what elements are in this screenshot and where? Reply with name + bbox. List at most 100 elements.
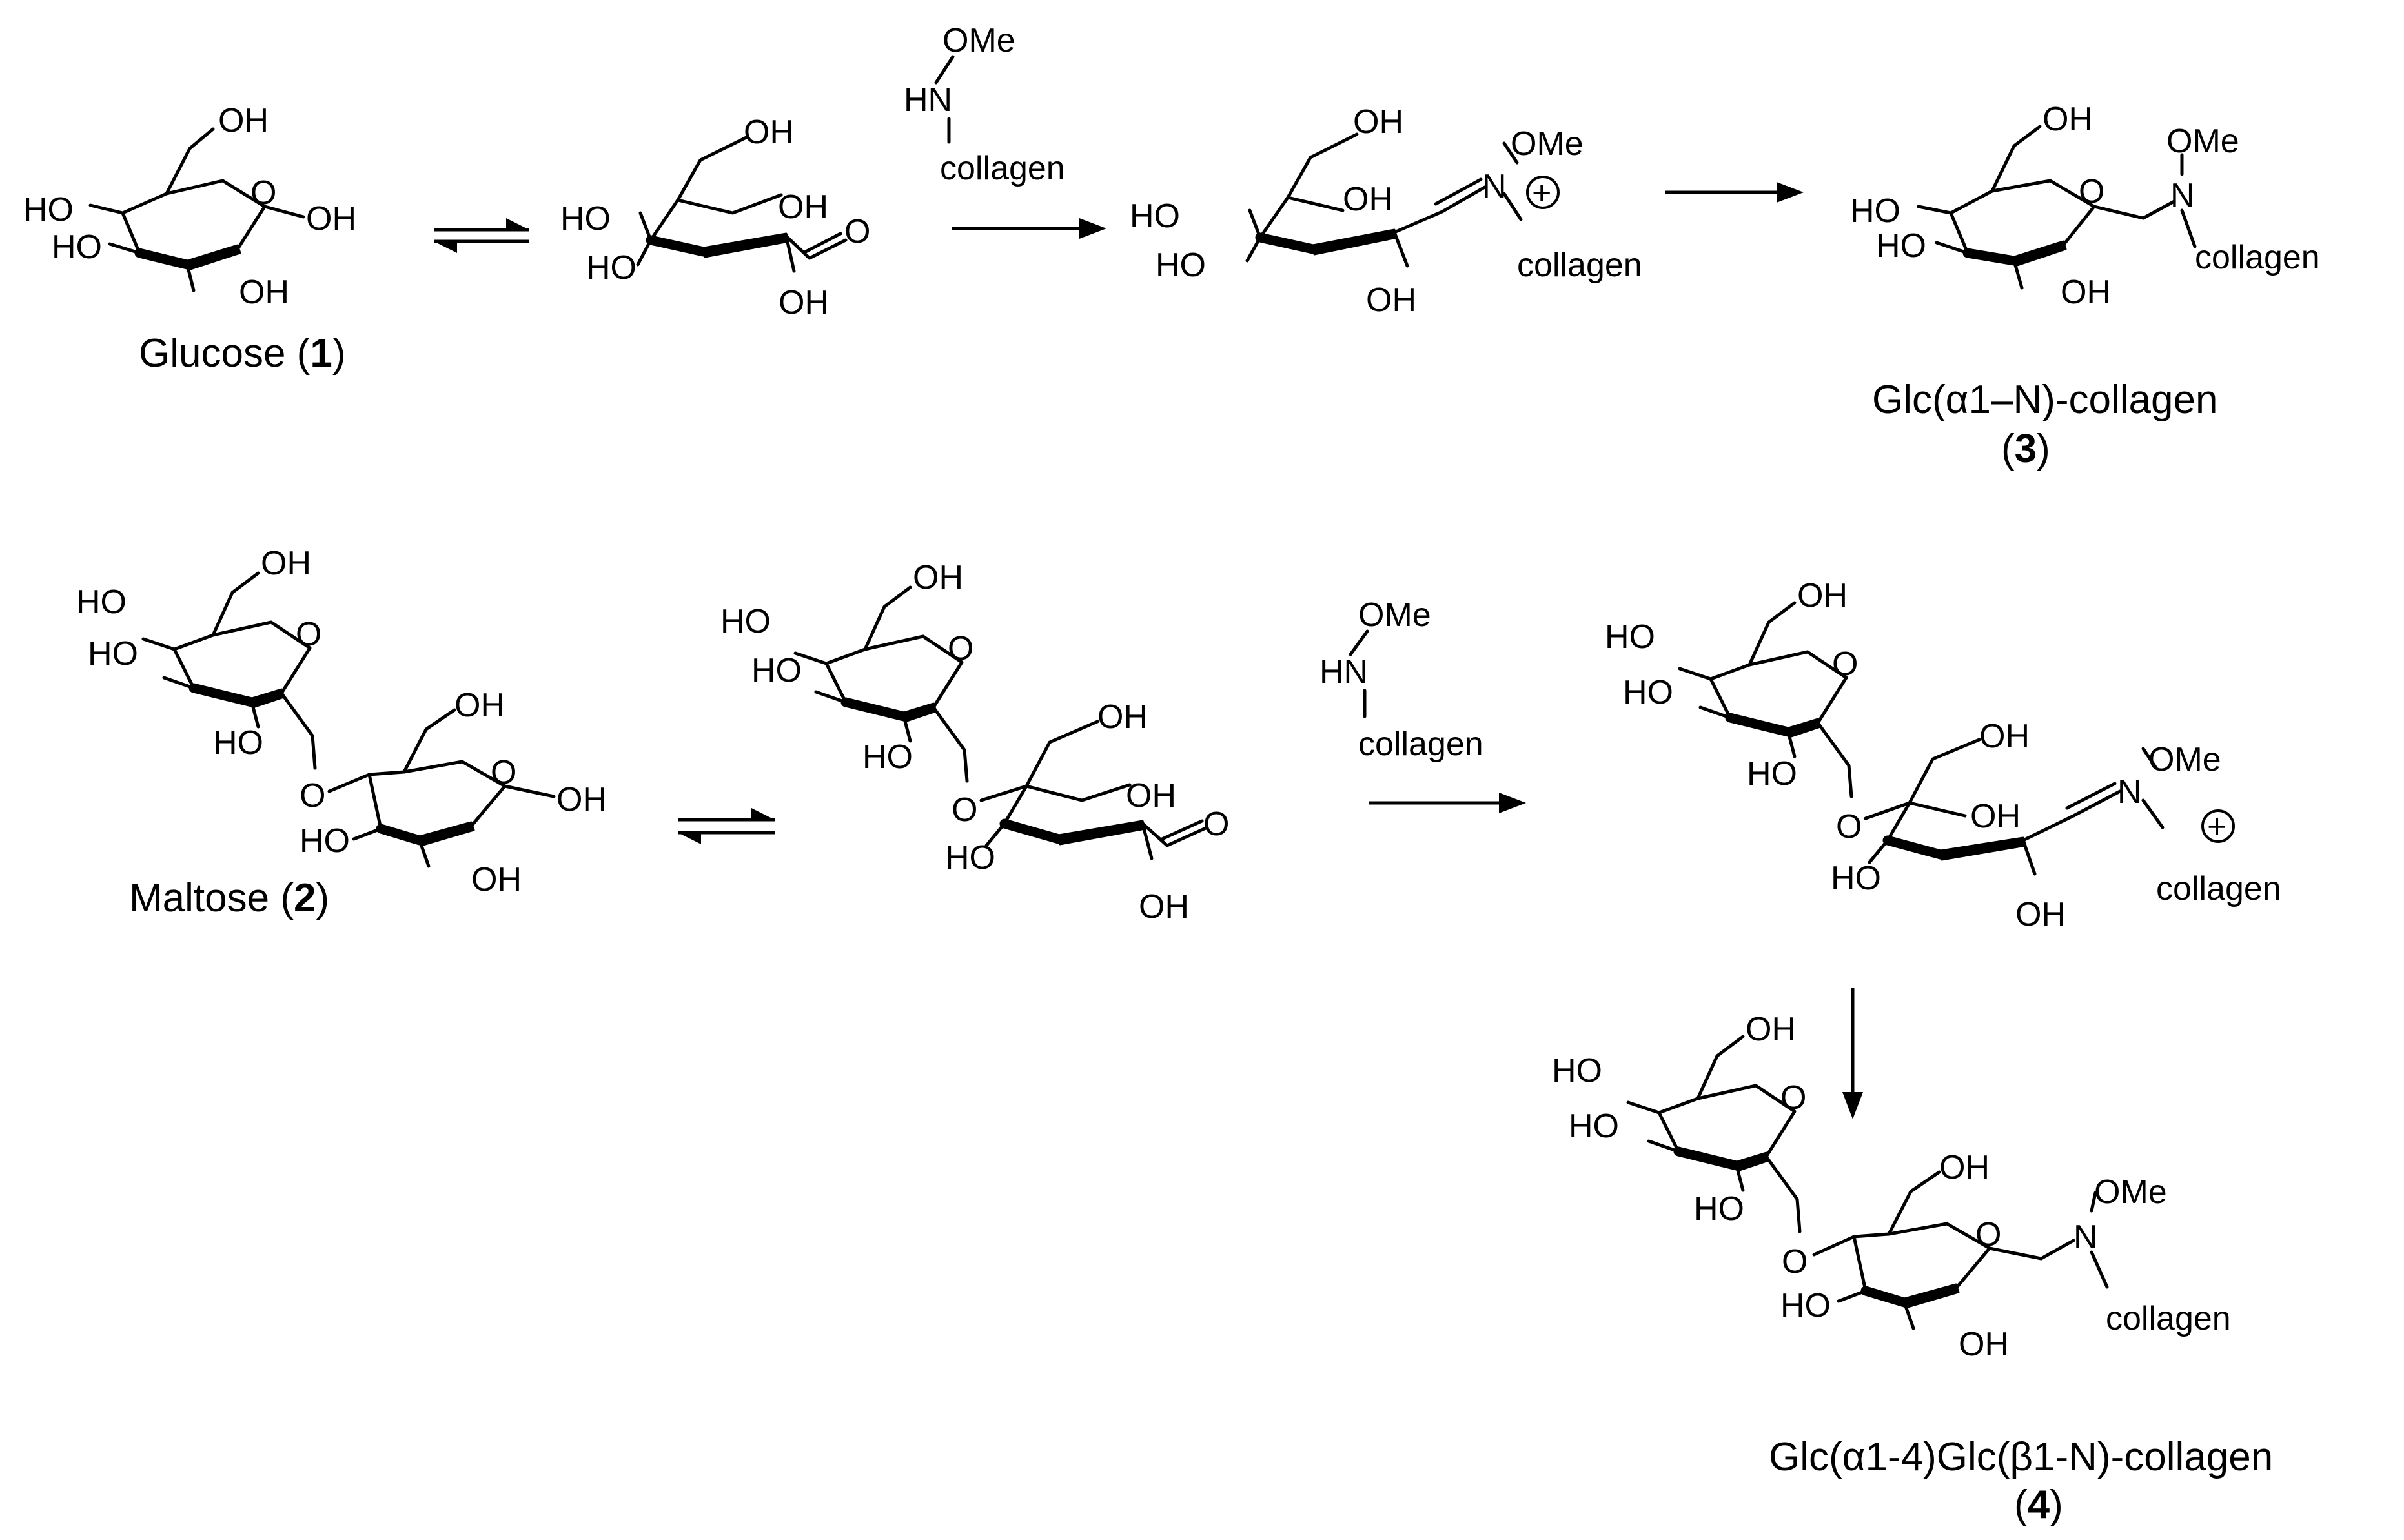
ho-label: HO <box>213 724 263 762</box>
glycosidic-oxygen-label: O <box>300 777 325 815</box>
ho-label: HO <box>1156 247 1206 284</box>
oh-label: OH <box>239 274 289 311</box>
ring-oxygen-label: O <box>1975 1216 2001 1253</box>
oh-label: OH <box>1970 798 2021 835</box>
ring-oxygen-label: O <box>1832 645 1858 683</box>
reaction-arrow <box>952 218 1106 239</box>
ring-oxygen-label: O <box>1780 1079 1806 1117</box>
ome-label: OMe <box>2094 1173 2167 1211</box>
ring-oxygen-label: O <box>491 754 516 791</box>
ring-oxygen-label: O <box>948 630 973 667</box>
collagen-label: collagen <box>1517 247 1642 284</box>
oh-label: OH <box>778 188 828 226</box>
glucose-structure: OH O HO HO OH OH <box>23 102 356 311</box>
plus-label: + <box>2207 808 2226 846</box>
oh-label: OH <box>1797 577 1848 614</box>
aldehyde-oxygen-label: O <box>844 213 870 250</box>
collagen-label: collagen <box>940 150 1065 187</box>
ho-label: HO <box>1569 1108 1619 1145</box>
ome-label: OMe <box>1511 125 1584 163</box>
ho-label: HO <box>1876 227 1926 265</box>
ho-label: HO <box>300 822 350 860</box>
glc-alpha1-n-collagen-structure: OH O HO HO OH N OMe collagen <box>1850 101 2320 311</box>
nitrogen-label: N <box>2073 1219 2098 1256</box>
oh-label: OH <box>1139 888 1189 926</box>
reaction-arrow <box>1665 182 1804 203</box>
oh-label: OH <box>1343 181 1393 218</box>
ho-label: HO <box>1850 192 1900 230</box>
glycosidic-oxygen-label: O <box>1836 808 1862 846</box>
methoxyamine-collagen-reagent: OMe HN collagen <box>904 22 1065 187</box>
ho-label: HO <box>1623 674 1673 711</box>
oh-label: OH <box>2042 101 2093 138</box>
maltose-open-chain-aldehyde: OH O HO HO HO O OH OH HO O OH <box>720 559 1229 926</box>
collagen-label: collagen <box>2195 239 2320 276</box>
ho-label: HO <box>1605 618 1655 656</box>
ome-label: OMe <box>2148 741 2221 778</box>
ho-label: HO <box>88 635 138 673</box>
oh-label: OH <box>1959 1326 2009 1363</box>
ho-label: HO <box>1552 1052 1602 1089</box>
product-4-number: (4) <box>2014 1483 2063 1527</box>
ho-label: HO <box>52 228 102 266</box>
glucose-caption: Glucose (1) <box>139 331 345 376</box>
oh-label: OH <box>1097 698 1148 736</box>
collagen-label: collagen <box>1358 725 1483 763</box>
collagen-label: collagen <box>2106 1300 2231 1337</box>
hn-label: HN <box>1319 653 1368 691</box>
collagen-label: collagen <box>2156 870 2281 907</box>
ome-label: OMe <box>2166 123 2239 160</box>
glycosidic-oxygen-label: O <box>1782 1243 1808 1281</box>
oh-label: OH <box>1979 718 2030 755</box>
oh-label: OH <box>2015 896 2066 933</box>
oh-label: OH <box>744 114 794 151</box>
oh-label: OH <box>1353 103 1403 141</box>
ring-oxygen-label: O <box>296 616 321 653</box>
reaction-arrow-down <box>1842 988 1863 1119</box>
ring-oxygen-label: O <box>2079 173 2104 210</box>
oh-label: OH <box>1939 1149 1990 1186</box>
oh-label: OH <box>261 545 311 582</box>
oh-label: OH <box>454 687 505 724</box>
oh-label: OH <box>1126 777 1176 815</box>
ho-label: HO <box>945 839 995 876</box>
ho-label: HO <box>560 200 611 238</box>
ome-label: OMe <box>1358 596 1431 634</box>
ho-label: HO <box>23 191 74 228</box>
nitrogen-label: N <box>1482 168 1507 205</box>
oh-label: OH <box>2061 274 2111 311</box>
equilibrium-arrow <box>434 218 529 253</box>
ho-label: HO <box>862 738 913 776</box>
product-3-caption: Glc(α1–N)-collagen <box>1872 378 2217 422</box>
ho-label: HO <box>720 603 771 640</box>
ho-label: HO <box>1780 1287 1831 1324</box>
open-chain-aldehyde: OH OH HO HO O OH <box>560 114 870 321</box>
plus-label: + <box>1532 174 1551 212</box>
methoxyamine-collagen-reagent: OMe HN collagen <box>1319 596 1483 763</box>
ho-label: HO <box>76 583 127 621</box>
maltose-iminium-intermediate: OH O HO HO HO O OH OH HO OH N OMe + coll… <box>1605 577 2281 933</box>
maltose-structure: OH O HO HO HO O OH O HO OH OH <box>76 545 607 898</box>
aldehyde-oxygen-label: O <box>1203 805 1229 843</box>
positive-charge-icon <box>2201 809 2235 843</box>
maltose-caption: Maltose (2) <box>129 876 329 920</box>
nitrogen-label: N <box>2170 177 2195 214</box>
oh-label: OH <box>1366 281 1416 319</box>
oh-label: OH <box>218 102 269 139</box>
ho-label: HO <box>1130 198 1180 235</box>
nitrogen-label: N <box>2117 773 2142 811</box>
reaction-arrow <box>1369 793 1526 813</box>
glc-alpha1-4-glc-beta1-n-collagen-structure: OH O HO HO HO O OH O HO OH N OMe collage… <box>1552 1011 2231 1363</box>
oh-label: OH <box>779 284 829 321</box>
oh-label: OH <box>556 781 607 818</box>
positive-charge-icon <box>1526 176 1560 209</box>
equilibrium-arrow <box>678 808 775 844</box>
ring-oxygen-label: O <box>250 174 276 212</box>
ho-label: HO <box>1747 755 1797 793</box>
ho-label: HO <box>1831 860 1881 897</box>
ho-label: HO <box>586 249 637 287</box>
iminium-intermediate: OH OH HO HO OH N OMe + collagen <box>1130 103 1642 319</box>
product-3-number: (3) <box>2001 427 2050 471</box>
glycosidic-oxygen-label: O <box>952 791 977 829</box>
